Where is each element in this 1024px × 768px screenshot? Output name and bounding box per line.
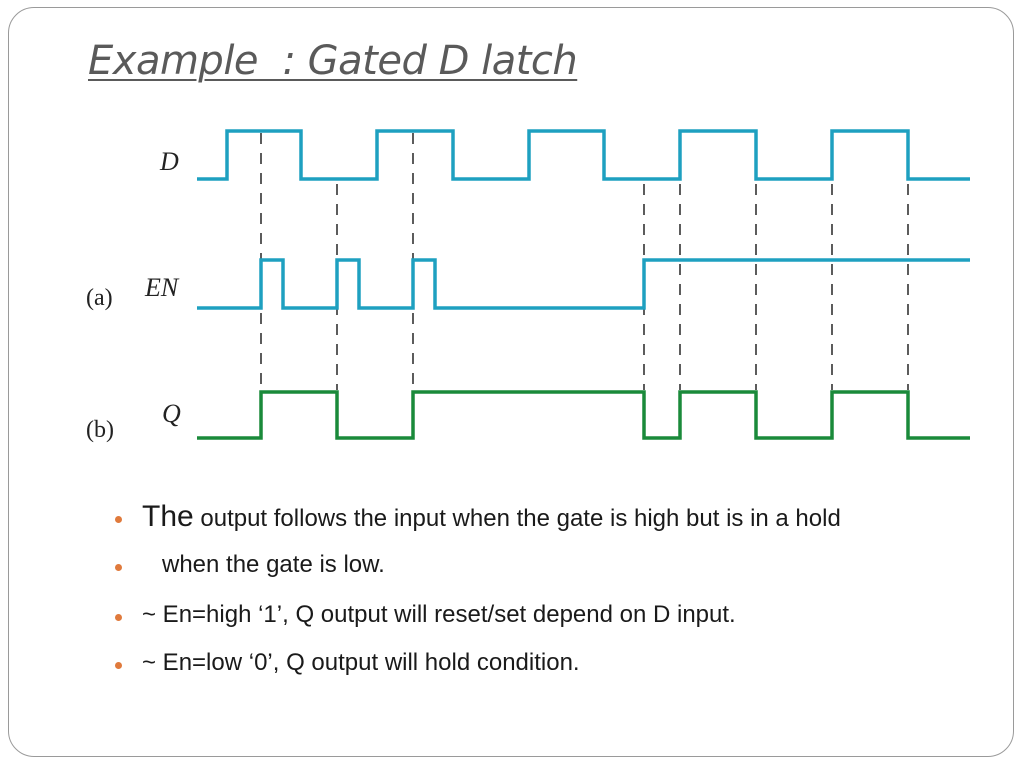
list-item: ~ En=low ‘0’, Q output will hold conditi…	[112, 646, 952, 680]
bullet-text: output follows the input when the gate i…	[193, 505, 841, 532]
bullet-list: The output follows the input when the ga…	[112, 500, 952, 680]
d-waveform	[197, 129, 970, 181]
bullet-lead-word: The	[142, 500, 194, 533]
signal-label-en: EN	[144, 273, 180, 302]
part-label-a: (a)	[86, 285, 113, 311]
bullet-text: ~ En=high ‘1’, Q output will reset/set d…	[142, 601, 736, 628]
q-waveform	[197, 390, 970, 440]
timing-diagram: D EN Q (a) (b)	[86, 129, 970, 443]
list-item: when the gate is low.	[112, 548, 952, 582]
list-item: The output follows the input when the ga…	[112, 500, 952, 536]
part-label-b: (b)	[86, 417, 114, 443]
signal-label-q: Q	[162, 399, 181, 428]
signal-label-d: D	[159, 147, 179, 176]
list-item: ~ En=high ‘1’, Q output will reset/set d…	[112, 598, 952, 632]
slide-title: Example : Gated D latch	[88, 38, 578, 84]
en-waveform	[197, 258, 970, 310]
bullet-text: ~ En=low ‘0’, Q output will hold conditi…	[142, 649, 580, 676]
bullet-text: when the gate is low.	[162, 551, 385, 578]
